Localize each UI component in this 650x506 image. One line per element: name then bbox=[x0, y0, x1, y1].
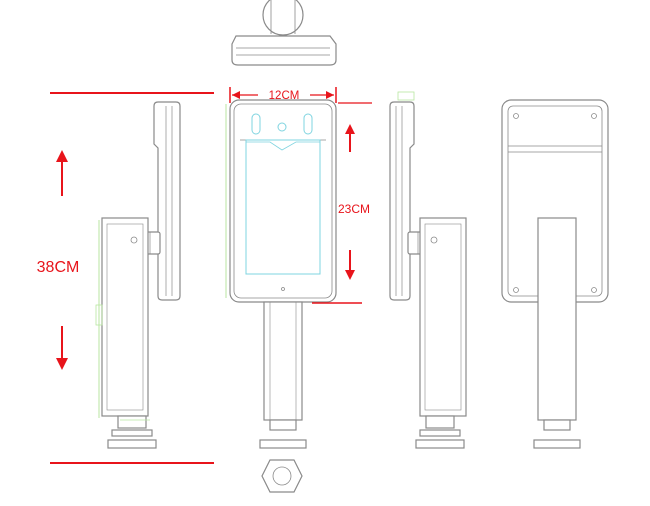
down-arrow-icon bbox=[56, 358, 68, 370]
dimension-annotations bbox=[50, 87, 372, 464]
left-side-view bbox=[95, 101, 181, 449]
back-view-screw bbox=[513, 287, 519, 293]
front-view-display bbox=[245, 139, 321, 275]
up-arrow-icon bbox=[56, 150, 68, 162]
front-view-right-sensor bbox=[303, 113, 313, 135]
left-side-foot bbox=[117, 415, 147, 429]
width-dimension-label: 12CM bbox=[269, 90, 300, 102]
right-arrow-icon bbox=[326, 91, 334, 99]
down-arrow-icon bbox=[345, 270, 355, 280]
front-view-pole bbox=[263, 301, 303, 421]
right-side-view bbox=[389, 91, 467, 449]
up-arrow-icon bbox=[345, 124, 355, 134]
screen-height-dimension-label: 23CM bbox=[338, 202, 370, 216]
back-view-screw bbox=[513, 113, 519, 119]
front-view-foot bbox=[269, 419, 297, 431]
front-view bbox=[225, 99, 337, 493]
total-height-dimension-label: 38CM bbox=[37, 259, 80, 276]
top-view-camera-dome bbox=[262, 0, 304, 36]
back-view-screw bbox=[591, 287, 597, 293]
top-view-base bbox=[231, 35, 337, 66]
back-view-pole bbox=[537, 217, 577, 421]
right-side-foot bbox=[425, 415, 455, 429]
left-arrow-icon bbox=[232, 91, 240, 99]
left-side-base-plate bbox=[107, 439, 157, 449]
left-side-screen-body bbox=[153, 101, 181, 301]
right-side-base-plate bbox=[415, 439, 465, 449]
front-view-left-sensor bbox=[251, 113, 261, 135]
top-view bbox=[231, 0, 337, 66]
back-view-base-plate bbox=[533, 439, 581, 449]
back-view-screw bbox=[591, 113, 597, 119]
front-view-base-plate bbox=[259, 439, 307, 449]
front-view-camera bbox=[277, 122, 287, 132]
back-view bbox=[501, 99, 609, 449]
back-view-foot bbox=[543, 419, 571, 431]
